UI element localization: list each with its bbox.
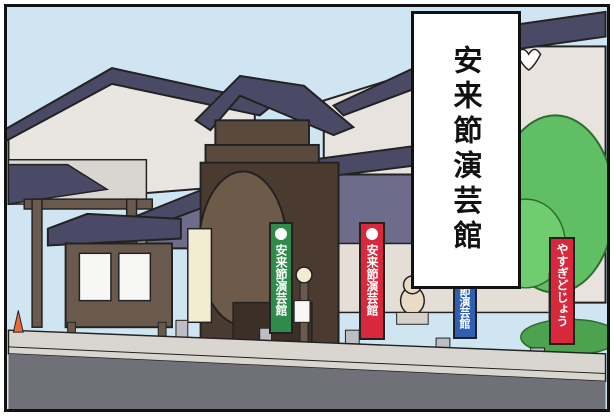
caption-title: 安来節演芸館: [449, 45, 483, 255]
ground: [7, 329, 607, 409]
banner-blue: 節演芸館: [453, 279, 477, 339]
banner-red-right-text: やすぎどじょう: [555, 243, 569, 327]
traffic-cone: [12, 310, 24, 333]
caption-box: 安来節演芸館: [411, 11, 521, 289]
banner-green: 安来節演芸館: [269, 222, 293, 334]
banner-red-text: 安来節演芸館: [365, 244, 379, 316]
banner-green-text: 安来節演芸館: [274, 244, 288, 316]
lamp-post: [293, 266, 313, 353]
banner-red-right: やすぎどじょう: [549, 237, 575, 345]
comic-panel: 安来節演芸館 安来節演芸館 節演芸館 やすぎどじょう 安来節演芸館: [4, 4, 610, 412]
banner-red: 安来節演芸館: [359, 222, 385, 340]
banner-blue-text: 節演芸館: [458, 285, 471, 329]
notice-board: [46, 212, 182, 348]
